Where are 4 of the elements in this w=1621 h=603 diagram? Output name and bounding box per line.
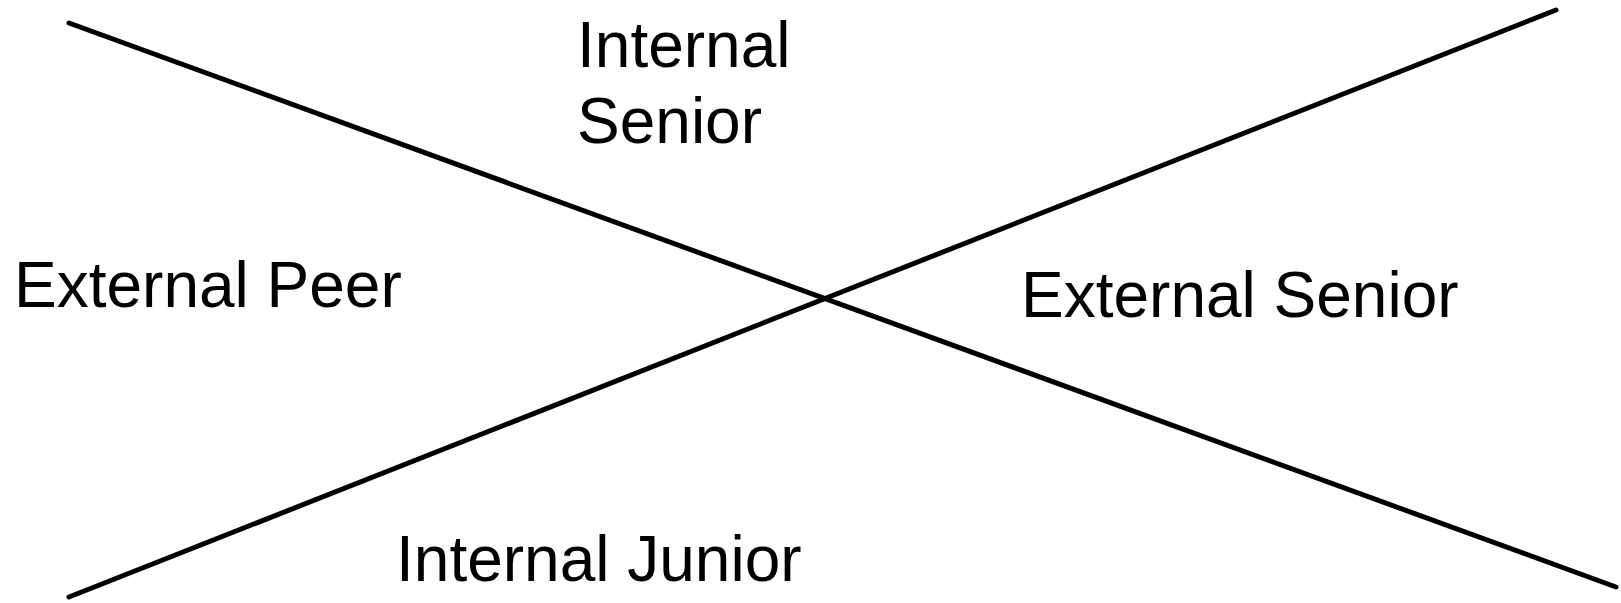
quadrant-label: Internal Senior bbox=[577, 8, 792, 159]
quadrant-label: External Peer bbox=[14, 248, 402, 323]
quadrant-label: Internal Junior bbox=[396, 522, 802, 597]
quadrant-label: External Senior bbox=[1021, 258, 1459, 333]
